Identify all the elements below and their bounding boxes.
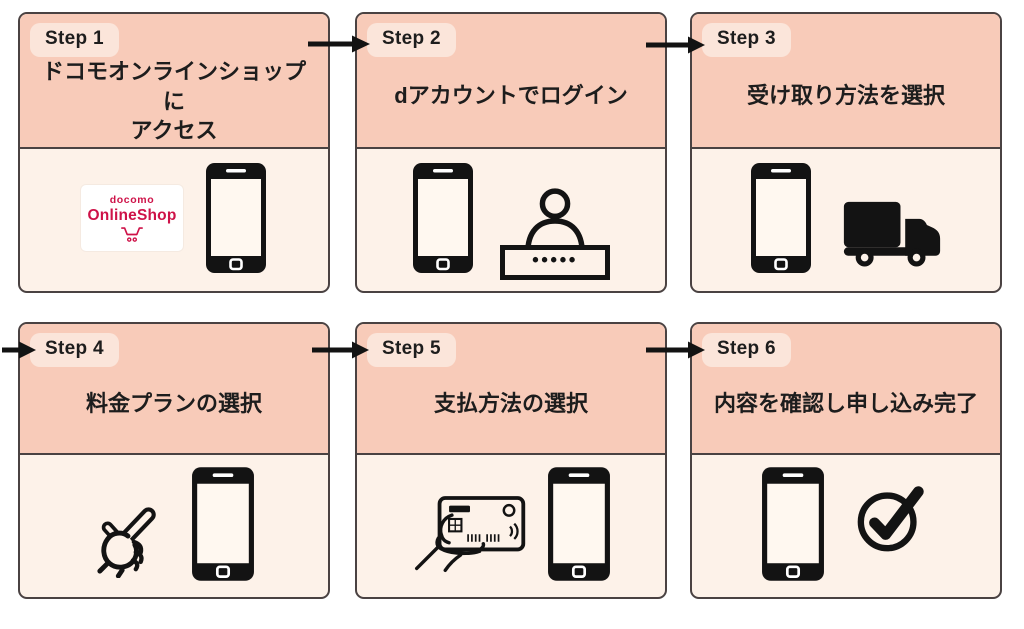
step-card-2: Step 2 dアカウントでログイン ••••• — [355, 12, 667, 293]
smartphone-icon — [751, 163, 811, 273]
check-circle-icon — [857, 486, 924, 552]
step-badge: Step 1 — [30, 23, 119, 57]
step-title: 料金プランの選択 — [85, 391, 262, 417]
pointing-hand-icon — [97, 507, 156, 578]
smartphone-icon — [206, 163, 266, 273]
step-2-illustration: ••••• — [357, 149, 665, 287]
step-1-illustration: docomo OnlineShop — [20, 149, 328, 287]
step-badge: Step 3 — [702, 23, 791, 57]
smartphone-icon — [762, 467, 824, 581]
step-2-header: Step 2 dアカウントでログイン — [357, 14, 665, 149]
step-badge: Step 5 — [367, 333, 456, 367]
onlineshop-text: OnlineShop — [87, 206, 177, 224]
step-1-header: Step 1 ドコモオンラインショップに アクセス — [20, 14, 328, 149]
smartphone-icon — [192, 467, 254, 581]
step-badge: Step 6 — [702, 333, 791, 367]
smartphone-icon — [548, 467, 610, 581]
credit-card-hand-icon — [414, 496, 526, 573]
delivery-truck-icon — [843, 201, 941, 267]
step-card-5: Step 5 支払方法の選択 — [355, 322, 667, 599]
smartphone-icon — [413, 163, 473, 273]
step-badge: Step 4 — [30, 333, 119, 367]
step-card-4: Step 4 料金プランの選択 — [18, 322, 330, 599]
step-title: 内容を確認し申し込み完了 — [713, 391, 978, 417]
docomo-brand-text: docomo — [109, 193, 155, 206]
step-card-6: Step 6 内容を確認し申し込み完了 — [690, 322, 1002, 599]
step-title: dアカウントでログイン — [394, 83, 628, 109]
step-badge: Step 2 — [367, 23, 456, 57]
step-5-illustration — [357, 455, 665, 593]
shopping-cart-icon — [121, 226, 143, 242]
step-card-1: Step 1 ドコモオンラインショップに アクセス docomo OnlineS… — [18, 12, 330, 293]
person-icon — [525, 188, 585, 253]
password-field: ••••• — [500, 245, 610, 280]
step-3-header: Step 3 受け取り方法を選択 — [692, 14, 1000, 149]
step-3-illustration — [692, 149, 1000, 287]
step-title: ドコモオンラインショップに アクセス — [41, 59, 306, 144]
step-4-illustration — [20, 455, 328, 593]
step-title: 受け取り方法を選択 — [746, 83, 945, 109]
step-5-header: Step 5 支払方法の選択 — [357, 324, 665, 455]
step-title: 支払方法の選択 — [433, 391, 588, 417]
step-6-illustration — [692, 455, 1000, 593]
step-6-header: Step 6 内容を確認し申し込み完了 — [692, 324, 1000, 455]
step-card-3: Step 3 受け取り方法を選択 — [690, 12, 1002, 293]
docomo-onlineshop-logo: docomo OnlineShop — [81, 185, 183, 251]
password-dots: ••••• — [532, 250, 578, 271]
user-password-icon: ••••• — [500, 188, 610, 280]
step-4-header: Step 4 料金プランの選択 — [20, 324, 328, 455]
